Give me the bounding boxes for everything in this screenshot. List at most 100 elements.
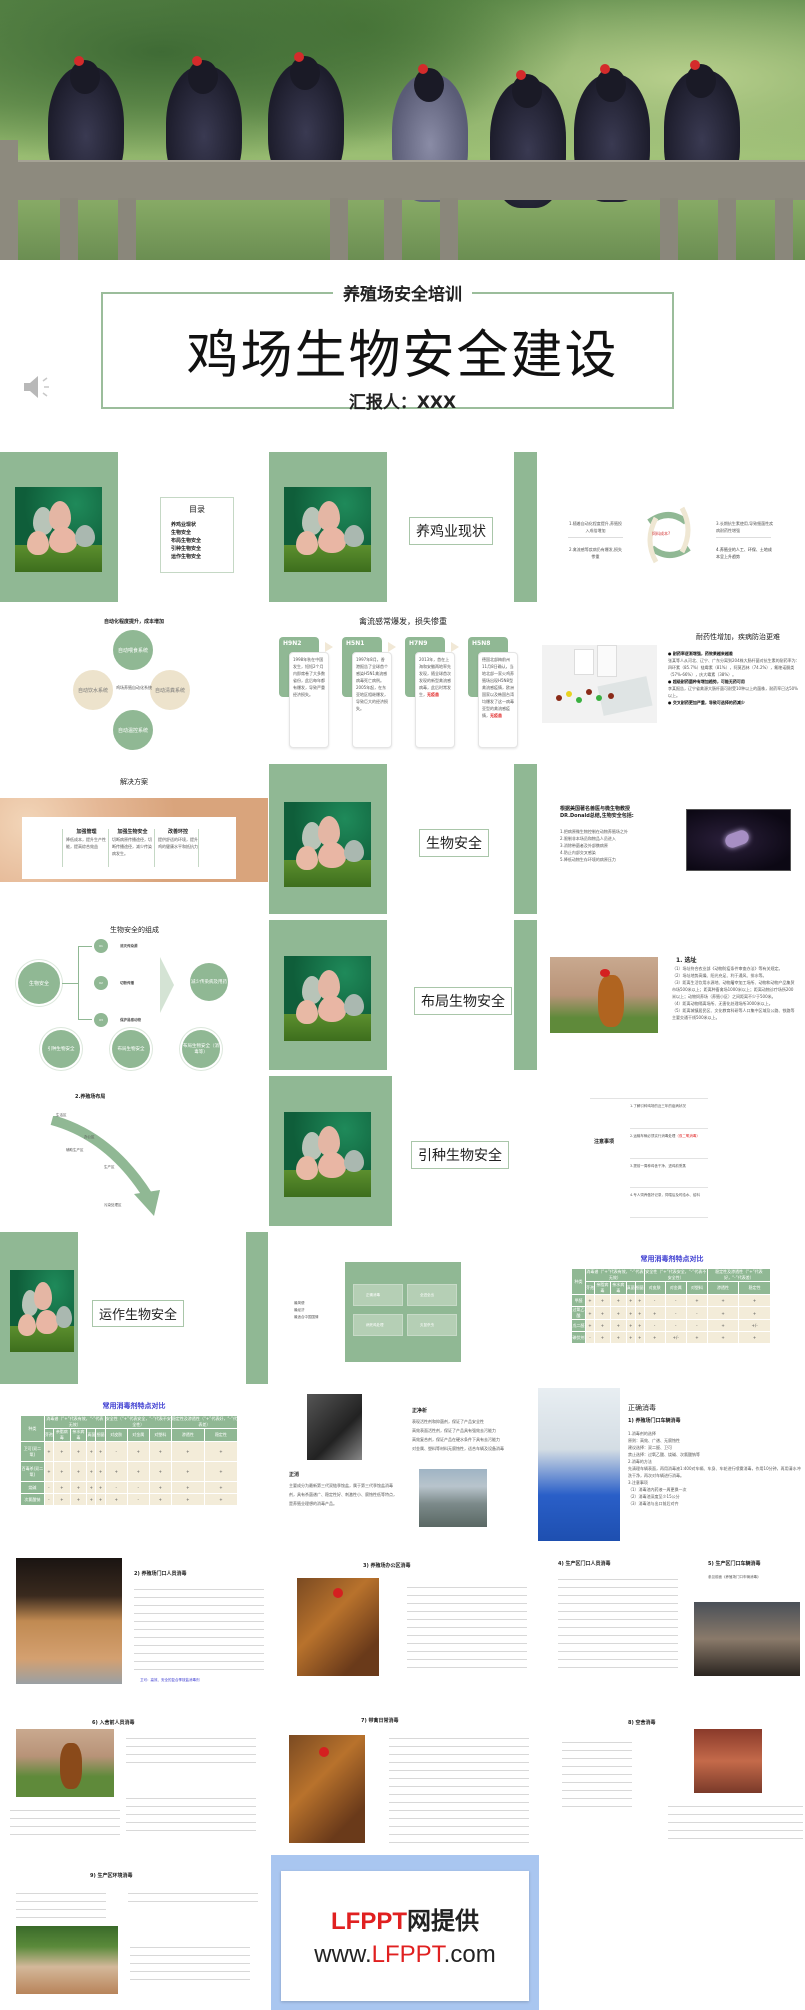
strain-card: 1998年秋在中国发生，短短2个月内即席卷了大多数省份，此后每年都有爆发，导致严…	[289, 652, 329, 748]
slide-disinfectant-table-1[interactable]: 常用消毒剂特点对比 种类消毒谱（“+”代表有效，“-”代表无效）安全性（“+”代…	[538, 1232, 805, 1384]
list-item: （4）距离动物隔离场所、无害化处理场所3000米以上。	[672, 1001, 773, 1006]
slide-section-1[interactable]: 养鸡业现状	[269, 452, 537, 602]
rooster-photo	[297, 1578, 379, 1676]
cover-reporter: 汇报人：XXX	[348, 393, 457, 413]
list-item: （1）消毒池内药液一周更换一次	[628, 1487, 687, 1492]
slide-daily-disinfection[interactable]: 7) 带禽日常消毒	[269, 1705, 537, 1855]
branch-label: 保护易感动物	[120, 1018, 141, 1022]
slide-title: 解决方案	[120, 778, 148, 786]
slide-gate-personnel[interactable]: 2) 养殖场门口人员消毒 卫可：高效、安全的复合季铵盐消毒剂	[0, 1550, 268, 1700]
zone-label: 辅助生产区	[66, 1148, 84, 1152]
branch-label: 切断传播	[120, 981, 134, 985]
slide-title: 耐药性增加，疾病防治更难	[696, 633, 780, 641]
toc-item[interactable]: 养鸡业现状	[171, 522, 197, 528]
cycle-item: 3.长期抗生素使用,导致细菌性疾病耐药性增强	[716, 521, 774, 533]
text-block	[130, 1942, 250, 1982]
toc-item[interactable]: 布局生物安全	[171, 538, 202, 544]
slide-empty-house[interactable]: 8) 空舍消毒	[538, 1705, 805, 1855]
slide-office-disinfection[interactable]: 3) 养殖场办公区消毒	[269, 1550, 537, 1700]
slide-avian-flu[interactable]: 禽流感常爆发，损失惨重 H9N2 1998年秋在中国发生，短短2个月内即席卷了大…	[269, 610, 537, 760]
free-range-chickens-photo	[16, 1926, 118, 1994]
notice-item: 4.专人饲养做好记录，饲喂后及时给水、给料	[630, 1193, 700, 1197]
slide-title: 1. 选址	[676, 957, 697, 964]
fence-rail	[18, 160, 805, 200]
slide-title: 自动化程度提升，成本增加	[103, 619, 164, 625]
cover-photo-hens-on-fence	[0, 0, 805, 260]
toc-box: 目录 养鸡业现状 生物安全 布局生物安全 引种生物安全 运作生物安全	[160, 497, 234, 573]
d5-text: 参见前面《养殖场门口车辆消毒》	[708, 1575, 761, 1579]
fence-post	[440, 198, 458, 260]
root-node: 生物安全	[18, 962, 60, 1004]
notice-item: 2.运输车辆必须实行消毒处理（双二氧消毒）	[630, 1134, 700, 1138]
slide-title: 5) 生产区门口车辆消毒	[708, 1561, 761, 1567]
disinfectant-table: 种类消毒谱（“+”代表有效，“-”代表无效）安全性（“+”代表安全，“-”代表不…	[571, 1268, 772, 1344]
slide-drug-resistance[interactable]: 耐药性增加，疾病防治更难 ● 耐药率逐渐增强，药效果越来越差 张某等人从河北、辽…	[538, 610, 805, 760]
slide-correct-disinfection[interactable]: 正确消毒 1) 养殖场门口车辆消毒 1.消毒剂的选择 原则：高效、广谱、无腐蚀性…	[538, 1385, 805, 1545]
slide-title: 正确消毒	[628, 1404, 656, 1412]
slide-farm-layout[interactable]: 2.养殖场布局 生活区 办公区 辅助生产区 生产区 污染处理区	[0, 1076, 268, 1231]
slide-operations-methods[interactable]: 最简便 最经济 最适合中国国情 正确消毒 全进全出 病死鸡处理 灭鼠杀虫	[269, 1232, 537, 1384]
slide-toc[interactable]: 目录 养鸡业现状 生物安全 布局生物安全 引种生物安全 运作生物安全	[0, 452, 268, 602]
notice-item: 3.提前一周种鸡舍干净、进鸡前熏蒸	[630, 1164, 686, 1168]
cover-subtitle-text: 养殖场安全培训	[333, 285, 472, 305]
bullet-body: 李某报告，辽宁省禽源大肠杆菌可耐受10种以上的菌株，耐药率已达50%以上。	[668, 686, 798, 698]
slide-introduction-notice[interactable]: 注意事项 1.了解引种鸡场的近三年的疫病状况 2.运输车辆必须实行消毒处理（双二…	[538, 1076, 805, 1226]
slide-title: 4) 生产区门口人员消毒	[558, 1561, 611, 1567]
text-block	[134, 1584, 264, 1674]
slide-automation[interactable]: 自动化程度提升，成本增加 自动喂食系统 自动饮水系统 自动清粪系统 自动温控系统…	[0, 610, 268, 760]
disinfectant-table: 种类消毒谱（“+”代表有效，“-”代表无效）安全性（“+”代表安全，“-”代表不…	[20, 1415, 239, 1506]
note-link: 卫可：高效、安全的复合季铵盐消毒剂	[140, 1678, 200, 1682]
slide-disinfectant-table-2[interactable]: 常用消毒剂特点对比 种类消毒谱（“+”代表有效，“-”代表无效）安全性（“+”代…	[0, 1385, 268, 1545]
bottom-node: 布局生物安全	[112, 1030, 150, 1068]
list-item: （1）场址符合农业部《动物防疫条件审查办法》等有关规定。	[672, 966, 783, 971]
slide-title: 禽流感常爆发，损失惨重	[359, 617, 447, 626]
slide-section-2[interactable]: 生物安全	[269, 764, 537, 914]
slide-section-3[interactable]: 布局生物安全	[269, 920, 537, 1070]
slide-environment[interactable]: 9) 生产区环境消毒	[0, 1860, 268, 2010]
list-item: 原则：高效、广谱、无腐蚀性	[628, 1438, 680, 1443]
table-title: 常用消毒剂特点对比	[640, 1255, 704, 1263]
automation-center: 鸡场养殖自动化系统	[116, 685, 152, 690]
table-row: 碘伏剂-++++++/-+++	[571, 1331, 771, 1344]
strain-card: 德国北部梅前州11月8日确认，当地北部一家火鸡养殖场出现H5N8型禽流感疫情，欧…	[478, 652, 518, 748]
zone-label: 生产区	[104, 1165, 115, 1169]
slide-title: 生物安全的组成	[110, 926, 159, 934]
fence-post	[118, 198, 136, 260]
bullet-body: 张某等人从河北、辽宁、广东分离到204株大肠杆菌对抗生素的耐药率为：四环素（85…	[668, 658, 800, 677]
slide-title: 6) 入舍前人员消毒	[92, 1720, 135, 1726]
toc-item[interactable]: 引种生物安全	[171, 546, 202, 552]
method-box[interactable]: 病死鸡处理	[353, 1314, 403, 1336]
toc-item[interactable]: 运作生物安全	[171, 554, 202, 560]
method-box[interactable]: 全进全出	[407, 1284, 457, 1306]
slide-biosecurity-composition[interactable]: 生物安全的组成 生物安全 01 消灭传染源 02 切断传播 03 保护易感动物 …	[0, 885, 268, 1075]
slide-provider[interactable]: LFPPT网提供 www.LFPPT.com	[271, 1855, 539, 2010]
node-temp: 自动温控系统	[113, 710, 153, 750]
slide-products[interactable]: 正净析 表现活性剂和抑菌剂，保证了产品安全性 高效表面活性剂，保证了产品具有强效…	[269, 1385, 537, 1545]
slide-section-4[interactable]: 引种生物安全	[269, 1076, 537, 1226]
slide-industry-cycle[interactable]: 1.随着自动化程度提升,养殖投入成倍增加 2.禽流感等疾病仍有爆发,损失惨重 3…	[538, 452, 805, 602]
slide-biosecurity-definition[interactable]: 根据美国著名兽医与微生物教授DR.Donald总结,生物安全包括: 1.把病原微…	[538, 764, 805, 884]
slide-edge	[515, 452, 537, 602]
slide-subtitle: 1) 养殖场门口车辆消毒	[628, 1418, 681, 1424]
text-block	[128, 1888, 258, 1908]
text-block	[10, 1805, 120, 1839]
list-item: 建议选择：双二醛、卫可	[628, 1445, 672, 1450]
slide-title: 8) 空舍消毒	[628, 1720, 656, 1726]
slide-solutions[interactable]: 解决方案 加强管理 降低成本，提升生产性能，提高综合效益 加强生物安全 切断病原…	[0, 762, 268, 882]
zone-label: 污染处理区	[104, 1203, 122, 1207]
provider-line2[interactable]: www.LFPPT.com	[314, 1941, 496, 1968]
slide-house-entry[interactable]: 6) 入舍前人员消毒	[0, 1705, 268, 1855]
toc-item[interactable]: 生物安全	[171, 530, 192, 536]
branch-num: 02	[94, 976, 108, 990]
text-block	[562, 1737, 632, 1813]
slide-section-5[interactable]: 运作生物安全	[0, 1232, 268, 1384]
slide-production-gate[interactable]: 4) 生产区门口人员消毒 5) 生产区门口车辆消毒 参见前面《养殖场门口车辆消毒…	[538, 1550, 805, 1700]
method-box[interactable]: 灭鼠杀虫	[407, 1314, 457, 1336]
speaker-icon[interactable]	[22, 372, 56, 402]
method-box[interactable]: 正确消毒	[353, 1284, 403, 1306]
branch-label: 消灭传染源	[120, 944, 138, 948]
slide-site-selection[interactable]: 1. 选址 （1）场址符合农业部《动物防疫条件审查办法》等有关规定。 （2）场址…	[538, 885, 805, 1075]
slide-edge	[515, 764, 537, 914]
hens-photo	[16, 1558, 122, 1684]
solution-body: 降低成本，提升生产性能，提高综合效益	[66, 837, 106, 849]
